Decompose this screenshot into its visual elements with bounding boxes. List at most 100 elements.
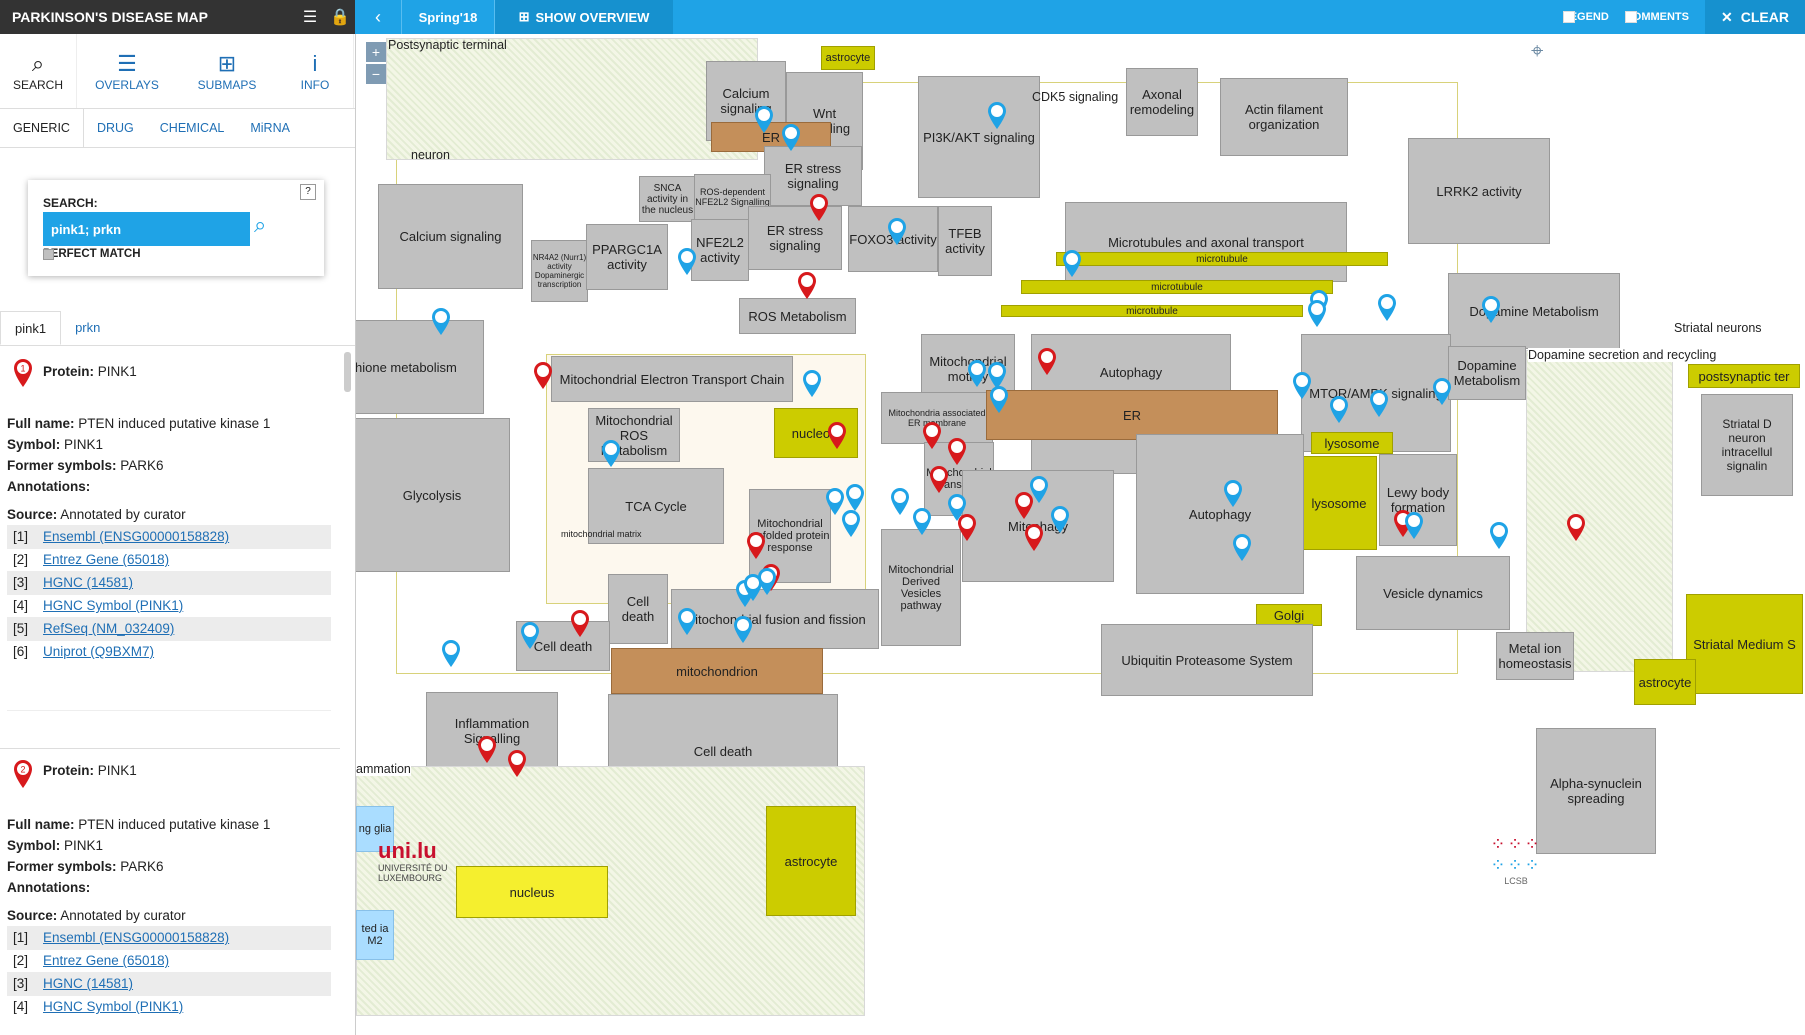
map-marker-red-icon[interactable]: [808, 192, 830, 222]
submap-upr[interactable]: Mitochondrial unfolded protein response: [749, 489, 831, 583]
submap-mito-ros[interactable]: Mitochondrial ROS Metabolism: [588, 408, 680, 462]
map-marker-red-icon[interactable]: [956, 512, 978, 542]
annotation-link[interactable]: Uniprot (Q9BXM7): [43, 644, 155, 659]
compartment[interactable]: lysosome: [1311, 432, 1393, 454]
map-marker-blue-icon[interactable]: [430, 306, 452, 336]
back-button[interactable]: ‹: [355, 0, 402, 34]
compartment[interactable]: microtubule: [1021, 280, 1333, 294]
submap-er-stress-2[interactable]: ER stress signaling: [748, 206, 842, 270]
submap-glutathione[interactable]: hione metabolism: [356, 320, 484, 414]
annotation-link[interactable]: HGNC Symbol (PINK1): [43, 999, 184, 1014]
map-marker-blue-icon[interactable]: [676, 246, 698, 276]
zoom-in-button[interactable]: +: [366, 42, 386, 62]
annotation-link[interactable]: HGNC Symbol (PINK1): [43, 598, 184, 613]
map-canvas[interactable]: + − ⌖ Postsynaptic terminal neuron Calci…: [355, 34, 1805, 1035]
annotation-link[interactable]: Ensembl (ENSG00000158828): [43, 930, 230, 945]
annotation-link[interactable]: RefSeq (NM_032409): [43, 621, 175, 636]
submap-er-stress[interactable]: ER stress signaling: [764, 146, 862, 206]
compartment[interactable]: mitochondrion: [611, 648, 823, 694]
map-marker-red-icon[interactable]: [928, 464, 950, 494]
submap-tfeb[interactable]: TFEB activity: [938, 206, 992, 276]
map-marker-blue-icon[interactable]: [1403, 510, 1425, 540]
result-entry[interactable]: 1 Protein: PINK1 Full name: PTEN induced…: [0, 346, 340, 726]
map-marker-blue-icon[interactable]: [519, 620, 541, 650]
compartment[interactable]: nucleus: [456, 866, 608, 918]
submap-actin[interactable]: Actin filament organization: [1220, 78, 1348, 156]
map-marker-red-icon[interactable]: [532, 360, 554, 390]
map-marker-blue-icon[interactable]: [1488, 520, 1510, 550]
help-button[interactable]: ?: [300, 184, 316, 200]
map-marker-red-icon[interactable]: [745, 530, 767, 560]
map-marker-red-icon[interactable]: [796, 270, 818, 300]
map-marker-blue-icon[interactable]: [1231, 532, 1253, 562]
submap-lewy-body[interactable]: Lewy body formation: [1379, 454, 1457, 546]
map-marker-blue-icon[interactable]: [780, 122, 802, 152]
map-marker-blue-icon[interactable]: [1480, 294, 1502, 324]
menu-submaps[interactable]: ⊞SUBMAPS: [177, 34, 277, 108]
map-marker-blue-icon[interactable]: [1328, 394, 1350, 424]
submap-calcium-2[interactable]: Calcium signaling: [378, 184, 523, 289]
map-marker-blue-icon[interactable]: [600, 438, 622, 468]
legend-checkbox[interactable]: LEGEND: [1562, 11, 1609, 23]
submap-ros[interactable]: ROS Metabolism: [739, 298, 856, 334]
map-marker-blue-icon[interactable]: [1049, 504, 1071, 534]
map-marker-blue-icon[interactable]: [1306, 298, 1328, 328]
map-marker-red-icon[interactable]: [476, 734, 498, 764]
map-marker-blue-icon[interactable]: [886, 216, 908, 246]
compartment[interactable]: astrocyte: [766, 806, 856, 916]
submap-lrrk2[interactable]: LRRK2 activity: [1408, 138, 1550, 244]
map-marker-blue-icon[interactable]: [966, 358, 988, 388]
map-marker-red-icon[interactable]: [506, 748, 528, 778]
tab-chemical[interactable]: CHEMICAL: [159, 121, 225, 135]
map-marker-blue-icon[interactable]: [1028, 474, 1050, 504]
submap-dopamine-metabolism-2[interactable]: Dopamine Metabolism: [1448, 346, 1526, 400]
compartment[interactable]: astrocyte: [1634, 659, 1696, 705]
submap-microglia[interactable]: ng glia: [356, 806, 394, 852]
compartment[interactable]: microtubule: [1001, 305, 1303, 317]
submap-mdv[interactable]: Mitochondrial Derived Vesicles pathway: [881, 529, 961, 646]
submap-nr4a2[interactable]: NR4A2 (Nurr1) activity Dopaminergic tran…: [531, 240, 588, 302]
map-marker-red-icon[interactable]: [946, 436, 968, 466]
submap-dopamine-metabolism[interactable]: Dopamine Metabolism: [1448, 273, 1620, 349]
tab-prkn[interactable]: prkn: [75, 320, 101, 335]
map-marker-blue-icon[interactable]: [889, 486, 911, 516]
map-marker-red-icon[interactable]: [569, 608, 591, 638]
map-marker-blue-icon[interactable]: [988, 384, 1010, 414]
tab-pink1[interactable]: pink1: [0, 311, 62, 345]
map-marker-blue-icon[interactable]: [840, 508, 862, 538]
comments-checkbox[interactable]: COMMENTS: [1624, 11, 1689, 23]
app-title[interactable]: PARKINSON'S DISEASE MAP: [12, 9, 208, 25]
menu-overlays[interactable]: ☰OVERLAYS: [77, 34, 177, 108]
submap-vesicle[interactable]: Vesicle dynamics: [1356, 556, 1510, 630]
show-overview-button[interactable]: ⊞ SHOW OVERVIEW: [495, 0, 673, 34]
submap-microtubules[interactable]: Microtubules and axonal transport: [1065, 202, 1347, 282]
annotation-link[interactable]: Entrez Gene (65018): [43, 552, 170, 567]
results-scrollbar[interactable]: [344, 352, 351, 392]
map-marker-red-icon[interactable]: [826, 420, 848, 450]
map-marker-blue-icon[interactable]: [732, 614, 754, 644]
result-entry[interactable]: 2 Protein: PINK1 Full name: PTEN induced…: [0, 748, 340, 1035]
annotation-link[interactable]: HGNC (14581): [43, 976, 134, 991]
submap-autophagy[interactable]: Autophagy: [1136, 434, 1304, 594]
map-marker-blue-icon[interactable]: [801, 368, 823, 398]
compartment[interactable]: Golgi: [1256, 604, 1322, 626]
compartment[interactable]: microtubule: [1056, 252, 1388, 266]
map-marker-blue-icon[interactable]: [946, 492, 968, 522]
submap-tca[interactable]: TCA Cycle: [588, 468, 724, 544]
tab-mirna[interactable]: MiRNA: [250, 121, 290, 135]
search-submit-icon[interactable]: ⌕: [254, 212, 267, 237]
submap-snca[interactable]: SNCA activity in the nucleus: [639, 176, 696, 222]
submap-fusion-fission[interactable]: Mitochondrial fusion and fission: [671, 589, 879, 649]
hamburger-menu-icon[interactable]: ☰: [302, 9, 318, 26]
compartment[interactable]: ER: [986, 390, 1278, 440]
submap-glycolysis[interactable]: Glycolysis: [356, 418, 510, 572]
menu-search[interactable]: ⌕SEARCH: [0, 34, 77, 108]
map-marker-red-icon[interactable]: [1013, 490, 1035, 520]
map-marker-blue-icon[interactable]: [440, 638, 462, 668]
map-marker-blue-icon[interactable]: [1061, 248, 1083, 278]
submap-axonal[interactable]: Axonal remodeling: [1126, 68, 1198, 136]
search-input[interactable]: [43, 212, 250, 246]
map-marker-blue-icon[interactable]: [824, 486, 846, 516]
compartment[interactable]: Striatal Medium S: [1686, 594, 1803, 694]
